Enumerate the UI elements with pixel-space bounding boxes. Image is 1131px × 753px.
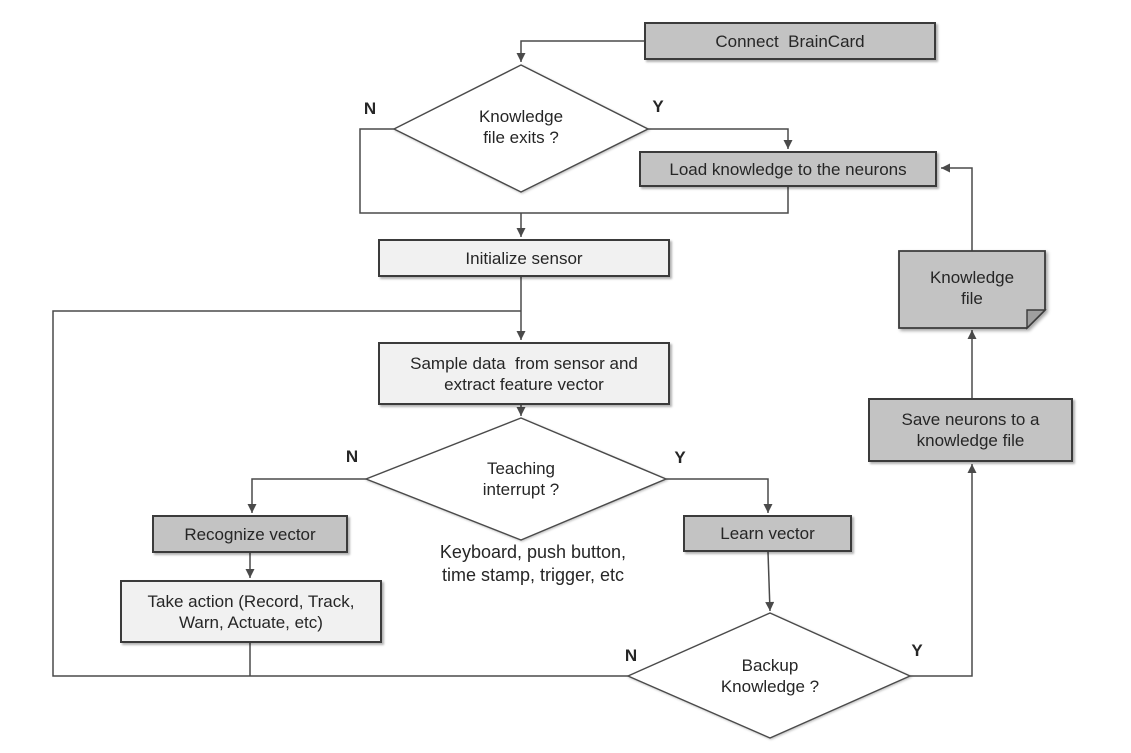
branch-label-ti-no: N [345, 447, 359, 466]
decision-label: Backup Knowledge ? [720, 656, 820, 696]
branch-label-kfe-yes: Y [652, 97, 664, 116]
node-label: Load knowledge to the neurons [669, 159, 907, 179]
node-knowledge-file-label: Knowledge file [899, 251, 1045, 325]
node-label: Learn vector [720, 524, 815, 543]
connector-decision2-yes-to-learn [666, 478, 773, 513]
connector-decision2-no-to-recognize [247, 478, 366, 513]
node-label: Recognize vector [184, 524, 316, 544]
interrupt-sources-note: Keyboard, push button, time stamp, trigg… [439, 542, 627, 585]
connector-connect-to-decision1 [516, 40, 644, 62]
node-label: Sample data from sensor and extract feat… [410, 353, 638, 394]
branch-label-bk-no: N [624, 646, 638, 665]
node-take-action: Take action (Record, Track, Warn, Actuat… [120, 580, 382, 643]
node-label: Save neurons to a knowledge file [901, 410, 1040, 450]
decision-teaching-interrupt-shape [364, 417, 668, 541]
node-label: Knowledge file [929, 268, 1015, 308]
node-recognize-vector: Recognize vector [152, 515, 348, 553]
branch-label-bk-yes: Y [911, 641, 923, 660]
connector-feedback-loop [52, 310, 628, 677]
node-connect-braincard: Connect BrainCard [644, 22, 936, 60]
branch-label-ti-yes: Y [674, 448, 686, 467]
node-label: Take action (Record, Track, Warn, Actuat… [147, 591, 355, 632]
branch-label-kfe-no: N [363, 99, 377, 118]
decision-knowledge-file-exists-shape [392, 64, 650, 193]
node-load-knowledge: Load knowledge to the neurons [639, 151, 937, 187]
connector-decision3-yes-to-save [910, 464, 977, 677]
connector-decision1-yes-to-load [648, 128, 793, 149]
decision-label: Teaching interrupt ? [482, 459, 560, 499]
node-learn-vector: Learn vector [683, 515, 852, 552]
node-label: Connect BrainCard [715, 31, 865, 51]
decision-label: Knowledge file exits ? [478, 107, 564, 147]
decision-knowledge-file-exists-label: Knowledge file exits ? [394, 95, 648, 159]
node-label: Initialize sensor [465, 248, 583, 268]
node-save-neurons: Save neurons to a knowledge file [868, 398, 1073, 462]
node-sample-data: Sample data from sensor and extract feat… [378, 342, 670, 405]
connector-knowledgefile-to-load [941, 163, 973, 251]
decision-backup-knowledge-shape [626, 612, 912, 739]
document-fold-icon [1026, 309, 1047, 330]
decision-backup-knowledge-label: Backup Knowledge ? [628, 645, 912, 707]
connector-learn-to-decision3 [765, 551, 775, 612]
decision-teaching-interrupt-label: Teaching interrupt ? [371, 448, 671, 510]
connector-decision1-no-merge [359, 128, 789, 214]
node-initialize-sensor: Initialize sensor [378, 239, 670, 277]
